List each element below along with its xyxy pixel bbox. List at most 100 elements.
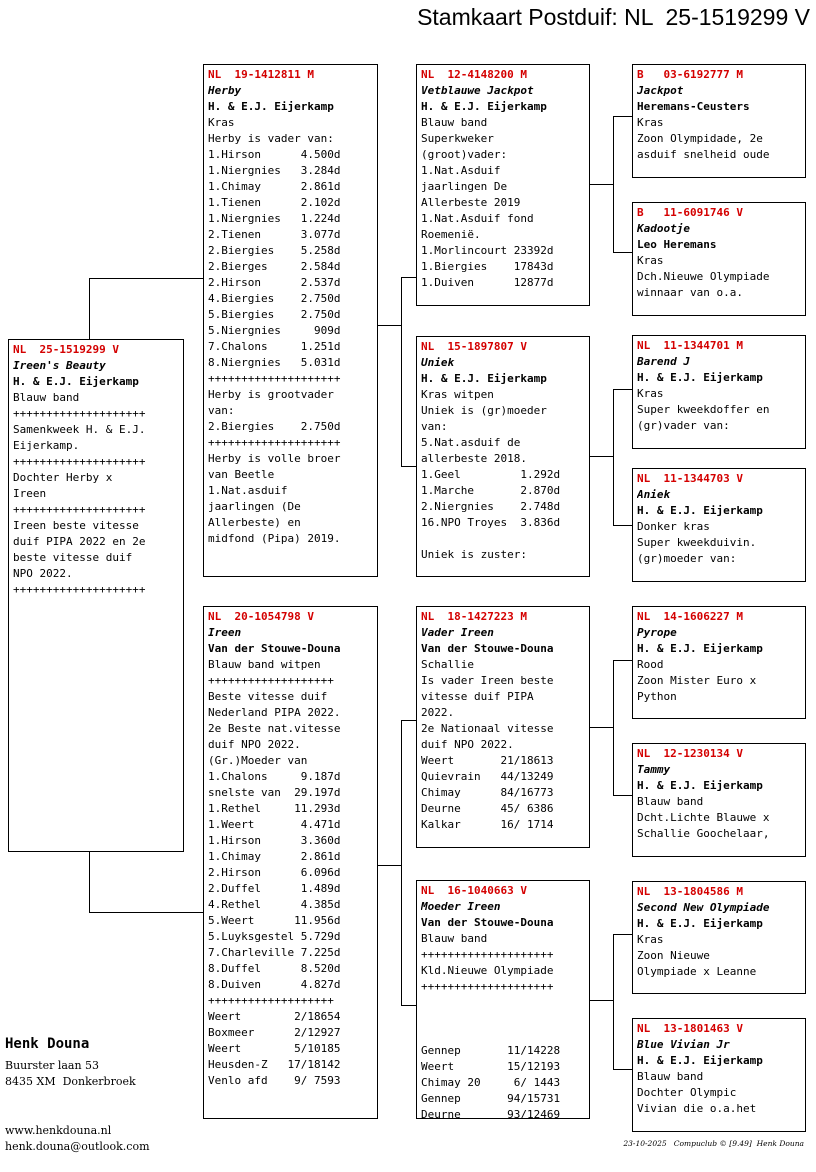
pedigree-line: winnaar van o.a. <box>637 286 743 299</box>
pigeon-name: Herby <box>208 84 242 97</box>
connector-line <box>613 116 614 253</box>
ring-number: NL 12-1230134 V <box>637 747 743 760</box>
owner-website-link[interactable]: www.henkdouna.nl <box>5 1124 112 1137</box>
pedigree-line: NPO 2022. <box>13 567 73 580</box>
pedigree-line: Herby is volle broer <box>208 452 341 465</box>
pedigree-line: 4.Rethel 4.385d <box>208 898 341 911</box>
pedigree-line: Schallie Goochelaar, <box>637 827 770 840</box>
connector-line <box>589 184 613 185</box>
pedigree-line: Kras <box>637 387 664 400</box>
pedigree-line: ++++++++++++++++++++ <box>421 980 554 993</box>
pedigree-line: 2.Bierges 2.584d <box>208 260 341 273</box>
connector-line <box>613 660 632 661</box>
pedigree-line: 5.Luyksgestel 5.729d <box>208 930 341 943</box>
pedigree-line: 2.Biergies 5.258d <box>208 244 341 257</box>
pedigree-line: Kld.Nieuwe Olympiade <box>421 964 554 977</box>
pedigree-line: jaarlingen (De <box>208 500 301 513</box>
pedigree-line: vitesse duif PIPA <box>421 690 534 703</box>
connector-line <box>377 325 401 326</box>
connector-line <box>89 912 203 913</box>
owner-address-city: 8435 XM Donkerbroek <box>5 1075 136 1088</box>
pedigree-line <box>421 1011 589 1027</box>
pedigree-line: 1.Morlincourt 23392d <box>421 244 554 257</box>
pedigree-line: 2022. <box>421 706 455 719</box>
pedigree-line: 5.Biergies 2.750d <box>208 308 341 321</box>
pedigree-line: van Beetle <box>208 468 275 481</box>
pedigree-line: Weert 21/18613 <box>421 754 554 767</box>
breeder-name: H. & E.J. Eijerkamp <box>421 100 547 113</box>
pedigree-line: Superkweker <box>421 132 494 145</box>
pedigree-line: 16.NPO Troyes 3.836d <box>421 516 561 529</box>
connector-line <box>401 277 416 278</box>
pedigree-line: 2.Duffel 1.489d <box>208 882 341 895</box>
pedigree-line: 8.Niergnies 5.031d <box>208 356 341 369</box>
pedigree-line: 5.Niergnies 909d <box>208 324 341 337</box>
ring-number: NL 13-1804586 M <box>637 885 743 898</box>
pedigree-line: Quievrain 44/13249 <box>421 770 554 783</box>
breeder-name: H. & E.J. Eijerkamp <box>637 1054 763 1067</box>
breeder-name: H. & E.J. Eijerkamp <box>421 372 547 385</box>
pedigree-line: Kras <box>637 933 664 946</box>
owner-email-link[interactable]: henk.douna@outlook.com <box>5 1140 150 1153</box>
pigeon-name: Aniek <box>637 488 671 501</box>
pedigree-line: (gr)vader van: <box>637 419 730 432</box>
connector-line <box>613 934 632 935</box>
connector-line <box>401 720 402 1006</box>
ring-number: NL 12-4148200 M <box>421 68 527 81</box>
ring-number: NL 11-1344703 V <box>637 472 743 485</box>
connector-line <box>89 278 203 279</box>
pedigree-line: Kras witpen <box>421 388 494 401</box>
pedigree-line: Zoon Olympidade, 2e <box>637 132 763 145</box>
connector-line <box>377 865 401 866</box>
pedigree-line: Vivian die o.a.het <box>637 1102 757 1115</box>
breeder-name: H. & E.J. Eijerkamp <box>637 504 763 517</box>
pedigree-line: ++++++++++++++++++++ <box>208 436 341 449</box>
pedigree-line: Eijerkamp. <box>13 439 80 452</box>
pedigree-line: Olympiade x Leanne <box>637 965 757 978</box>
pedigree-line: Venlo afd 9/ 7593 <box>208 1074 341 1087</box>
pedigree-line: 1.Niergnies 1.224d <box>208 212 341 225</box>
pedigree-line: +++++++++++++++++++ <box>208 674 334 687</box>
pedigree-line: duif PIPA 2022 en 2e <box>13 535 146 548</box>
pedigree-line: Deurne 93/12469 <box>421 1108 561 1119</box>
pedigree-line: Allerbeste) en <box>208 516 301 529</box>
pedigree-line: ++++++++++++++++++++ <box>208 372 341 385</box>
pigeon-name: Vetblauwe Jackpot <box>421 84 534 97</box>
pedigree-line: 1.Nat.asduif <box>208 484 288 497</box>
pedigree-line: Uniek is (gr)moeder <box>421 404 547 417</box>
pedigree-line: Gennep 11/14228 <box>421 1044 561 1057</box>
pedigree-line: (gr)moeder van: <box>637 552 737 565</box>
pedigree-line: midfond (Pipa) 2019. <box>208 532 341 545</box>
pedigree-line: Donker kras <box>637 520 710 533</box>
breeder-name: H. & E.J. Eijerkamp <box>208 100 334 113</box>
breeder-name: Van der Stouwe-Douna <box>421 916 554 929</box>
pedigree-line: Zoon Mister Euro x <box>637 674 757 687</box>
ring-number: NL 18-1427223 M <box>421 610 527 623</box>
pedigree-line: Herby is grootvader <box>208 388 334 401</box>
pedigree-line: duif NPO 2022. <box>421 738 514 751</box>
connector-line <box>89 851 90 913</box>
pedigree-line: Chimay 20 6/ 1443 <box>421 1076 561 1089</box>
pedigree-line: Weert 5/10185 <box>208 1042 341 1055</box>
pedigree-line: ++++++++++++++++++++ <box>13 455 146 468</box>
pedigree-line: 2.Hirson 6.096d <box>208 866 341 879</box>
pigeon-card-ff[interactable]: NL 12-4148200 M Vetblauwe Jackpot H. & E.J… <box>416 64 590 306</box>
pedigree-line: Gennep 94/15731 <box>421 1092 561 1105</box>
footer-credit: 23-10-2025 Compuclub © [9.49] Henk Douna <box>623 1139 804 1148</box>
pedigree-line: van: <box>208 404 235 417</box>
pedigree-line: Weert 15/12193 <box>421 1060 561 1073</box>
